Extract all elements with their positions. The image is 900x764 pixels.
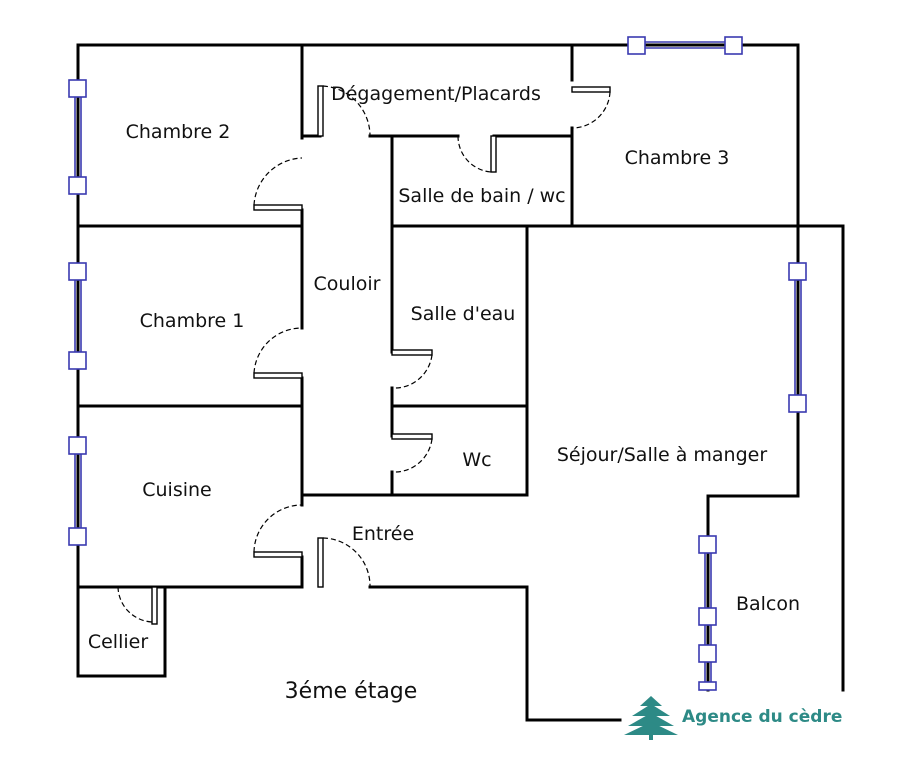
window-chambre3 — [627, 36, 743, 55]
label-entree: Entrée — [352, 523, 414, 545]
agency-name: Agence du cèdre — [682, 707, 842, 727]
floor-label: 3éme étage — [285, 679, 418, 704]
agency-logo: Agence du cèdre — [624, 696, 842, 740]
label-chambre-2: Chambre 2 — [126, 121, 231, 143]
door-chambre3 — [571, 86, 611, 129]
window-balcon — [698, 535, 717, 691]
window-chambre1 — [68, 262, 87, 370]
walls — [76, 43, 845, 722]
label-chambre-1: Chambre 1 — [140, 310, 245, 332]
label-salle-eau: Salle d'eau — [411, 303, 516, 325]
cedar-tree-icon — [624, 696, 678, 740]
door-salle-eau — [391, 349, 433, 389]
doors — [117, 85, 611, 625]
label-balcon: Balcon — [736, 593, 800, 615]
windows — [68, 36, 807, 691]
label-degagement: Dégagement/Placards — [331, 83, 541, 105]
door-entree — [317, 537, 371, 588]
label-couloir: Couloir — [314, 273, 381, 295]
window-chambre2 — [68, 79, 87, 195]
room-labels: Chambre 2 Dégagement/Placards Chambre 3 … — [88, 83, 800, 704]
door-chambre1 — [253, 327, 303, 379]
window-sejour — [788, 262, 807, 413]
door-salle-de-bain — [457, 135, 497, 173]
door-wc — [391, 433, 433, 473]
label-wc: Wc — [462, 449, 491, 471]
label-chambre-3: Chambre 3 — [625, 147, 730, 169]
window-cuisine — [68, 436, 87, 546]
door-cellier — [117, 586, 158, 625]
door-degagement-left — [317, 85, 371, 137]
label-salle-de-bain: Salle de bain / wc — [398, 185, 565, 207]
door-cuisine — [253, 504, 303, 558]
label-sejour: Séjour/Salle à manger — [557, 444, 768, 466]
door-chambre2 — [253, 157, 303, 211]
label-cuisine: Cuisine — [142, 479, 212, 501]
label-cellier: Cellier — [88, 631, 148, 653]
